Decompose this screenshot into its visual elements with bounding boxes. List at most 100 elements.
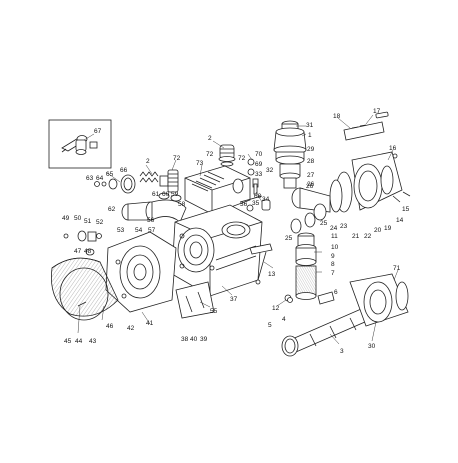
callout-50: 50 [74, 215, 82, 222]
callout-2-left: 2 [146, 158, 150, 165]
callout-59: 59 [171, 191, 179, 198]
callout-9: 9 [331, 253, 335, 260]
callout-27: 27 [307, 172, 315, 179]
callout-62: 62 [108, 206, 116, 213]
callout-25-left: 25 [285, 235, 293, 242]
callout-56: 56 [147, 217, 155, 224]
callout-38: 38 [181, 336, 189, 343]
callout-14: 14 [396, 217, 404, 224]
callout-34: 34 [262, 196, 270, 203]
callout-58: 58 [178, 201, 186, 208]
bearing-flange-top [329, 151, 403, 213]
pump-body [171, 204, 263, 297]
drive-shaft [343, 111, 389, 141]
pin-parts-35-36-68 [239, 195, 271, 212]
callout-66: 66 [120, 167, 128, 174]
callout-70: 70 [255, 151, 263, 158]
callout-29: 29 [307, 146, 315, 153]
callout-35: 35 [252, 200, 260, 207]
parts-group-63-66 [94, 174, 136, 194]
callout-51: 51 [84, 218, 92, 225]
callout-47: 47 [74, 248, 82, 255]
callout-8: 8 [331, 261, 335, 268]
callout-17: 17 [373, 108, 381, 115]
callout-48: 48 [84, 248, 92, 255]
callout-24: 24 [330, 225, 338, 232]
callout-55: 55 [210, 308, 218, 315]
callout-19: 19 [384, 225, 392, 232]
callout-16: 16 [389, 145, 397, 152]
callout-15: 15 [402, 206, 410, 213]
callout-31: 31 [306, 122, 314, 129]
callout-32: 32 [266, 167, 274, 174]
screws-14-15 [392, 191, 411, 203]
inset-frame [48, 119, 112, 169]
callout-72-mid: 72 [238, 155, 246, 162]
callout-53: 53 [117, 227, 125, 234]
small-parts-6-12 [287, 291, 335, 305]
callout-39: 39 [200, 336, 208, 343]
elbow-pipe-group [121, 192, 187, 223]
callout-36: 36 [240, 201, 248, 208]
callout-4: 4 [282, 316, 286, 323]
callout-26-top: 26 [307, 181, 315, 188]
connecting-rod-group [290, 187, 331, 234]
callout-21: 21 [352, 233, 360, 240]
inset-valve-part [61, 135, 98, 155]
oil-cap [218, 144, 236, 167]
callout-5: 5 [268, 322, 272, 329]
callout-1: 1 [308, 132, 312, 139]
callout-18: 18 [333, 113, 341, 120]
callout-11: 11 [331, 233, 338, 240]
callout-26: 26 [306, 183, 314, 190]
callout-67: 67 [94, 128, 102, 135]
callout-25-top: 25 [320, 220, 328, 227]
callout-72-left: 72 [173, 155, 181, 162]
callout-46: 46 [106, 323, 114, 330]
bearing-flange-bottom [349, 273, 409, 327]
callout-37: 37 [230, 296, 238, 303]
cylinder-head-cover [184, 165, 251, 215]
callout-7: 7 [331, 270, 335, 277]
callout-28: 28 [307, 158, 315, 165]
callout-12: 12 [272, 305, 280, 312]
callout-57: 57 [148, 227, 156, 234]
leader-lines [77, 114, 399, 345]
callout-61: 61 [152, 191, 160, 198]
drain-lever [249, 243, 273, 285]
callout-10: 10 [331, 244, 339, 251]
callout-40: 40 [190, 336, 198, 343]
fan-cover [51, 257, 119, 321]
callout-69: 69 [255, 161, 263, 168]
callout-23: 23 [340, 223, 348, 230]
callout-33: 33 [255, 171, 263, 178]
side-housing [105, 231, 177, 313]
crankshaft-bottom [281, 305, 375, 357]
mounting-bracket [175, 281, 215, 319]
callout-54: 54 [135, 227, 143, 234]
callout-45: 45 [64, 338, 72, 345]
callout-6: 6 [334, 289, 338, 296]
callout-72-top: 72 [206, 151, 214, 158]
callout-13: 13 [268, 271, 276, 278]
callout-64: 64 [96, 175, 104, 182]
callout-65: 65 [106, 171, 114, 178]
callout-30: 30 [368, 343, 376, 350]
callout-71: 71 [393, 265, 401, 272]
callout-52: 52 [96, 219, 104, 226]
piston-stack [273, 120, 307, 189]
callout-41: 41 [146, 320, 154, 327]
callout-44: 44 [75, 338, 83, 345]
small-fittings-right-of-cap [247, 158, 259, 195]
callout-73: 73 [196, 160, 204, 167]
callout-20: 20 [374, 227, 382, 234]
callout-60: 60 [162, 191, 170, 198]
callout-49: 49 [62, 215, 70, 222]
callout-3: 3 [340, 348, 344, 355]
callout-22: 22 [364, 233, 372, 240]
detail-inset [48, 119, 112, 169]
callout-labels: 67 2 72 73 31 1 29 28 27 26 17 18 16 70 … [62, 108, 410, 355]
filter-cylinder [284, 232, 317, 302]
callout-68: 68 [254, 193, 262, 200]
